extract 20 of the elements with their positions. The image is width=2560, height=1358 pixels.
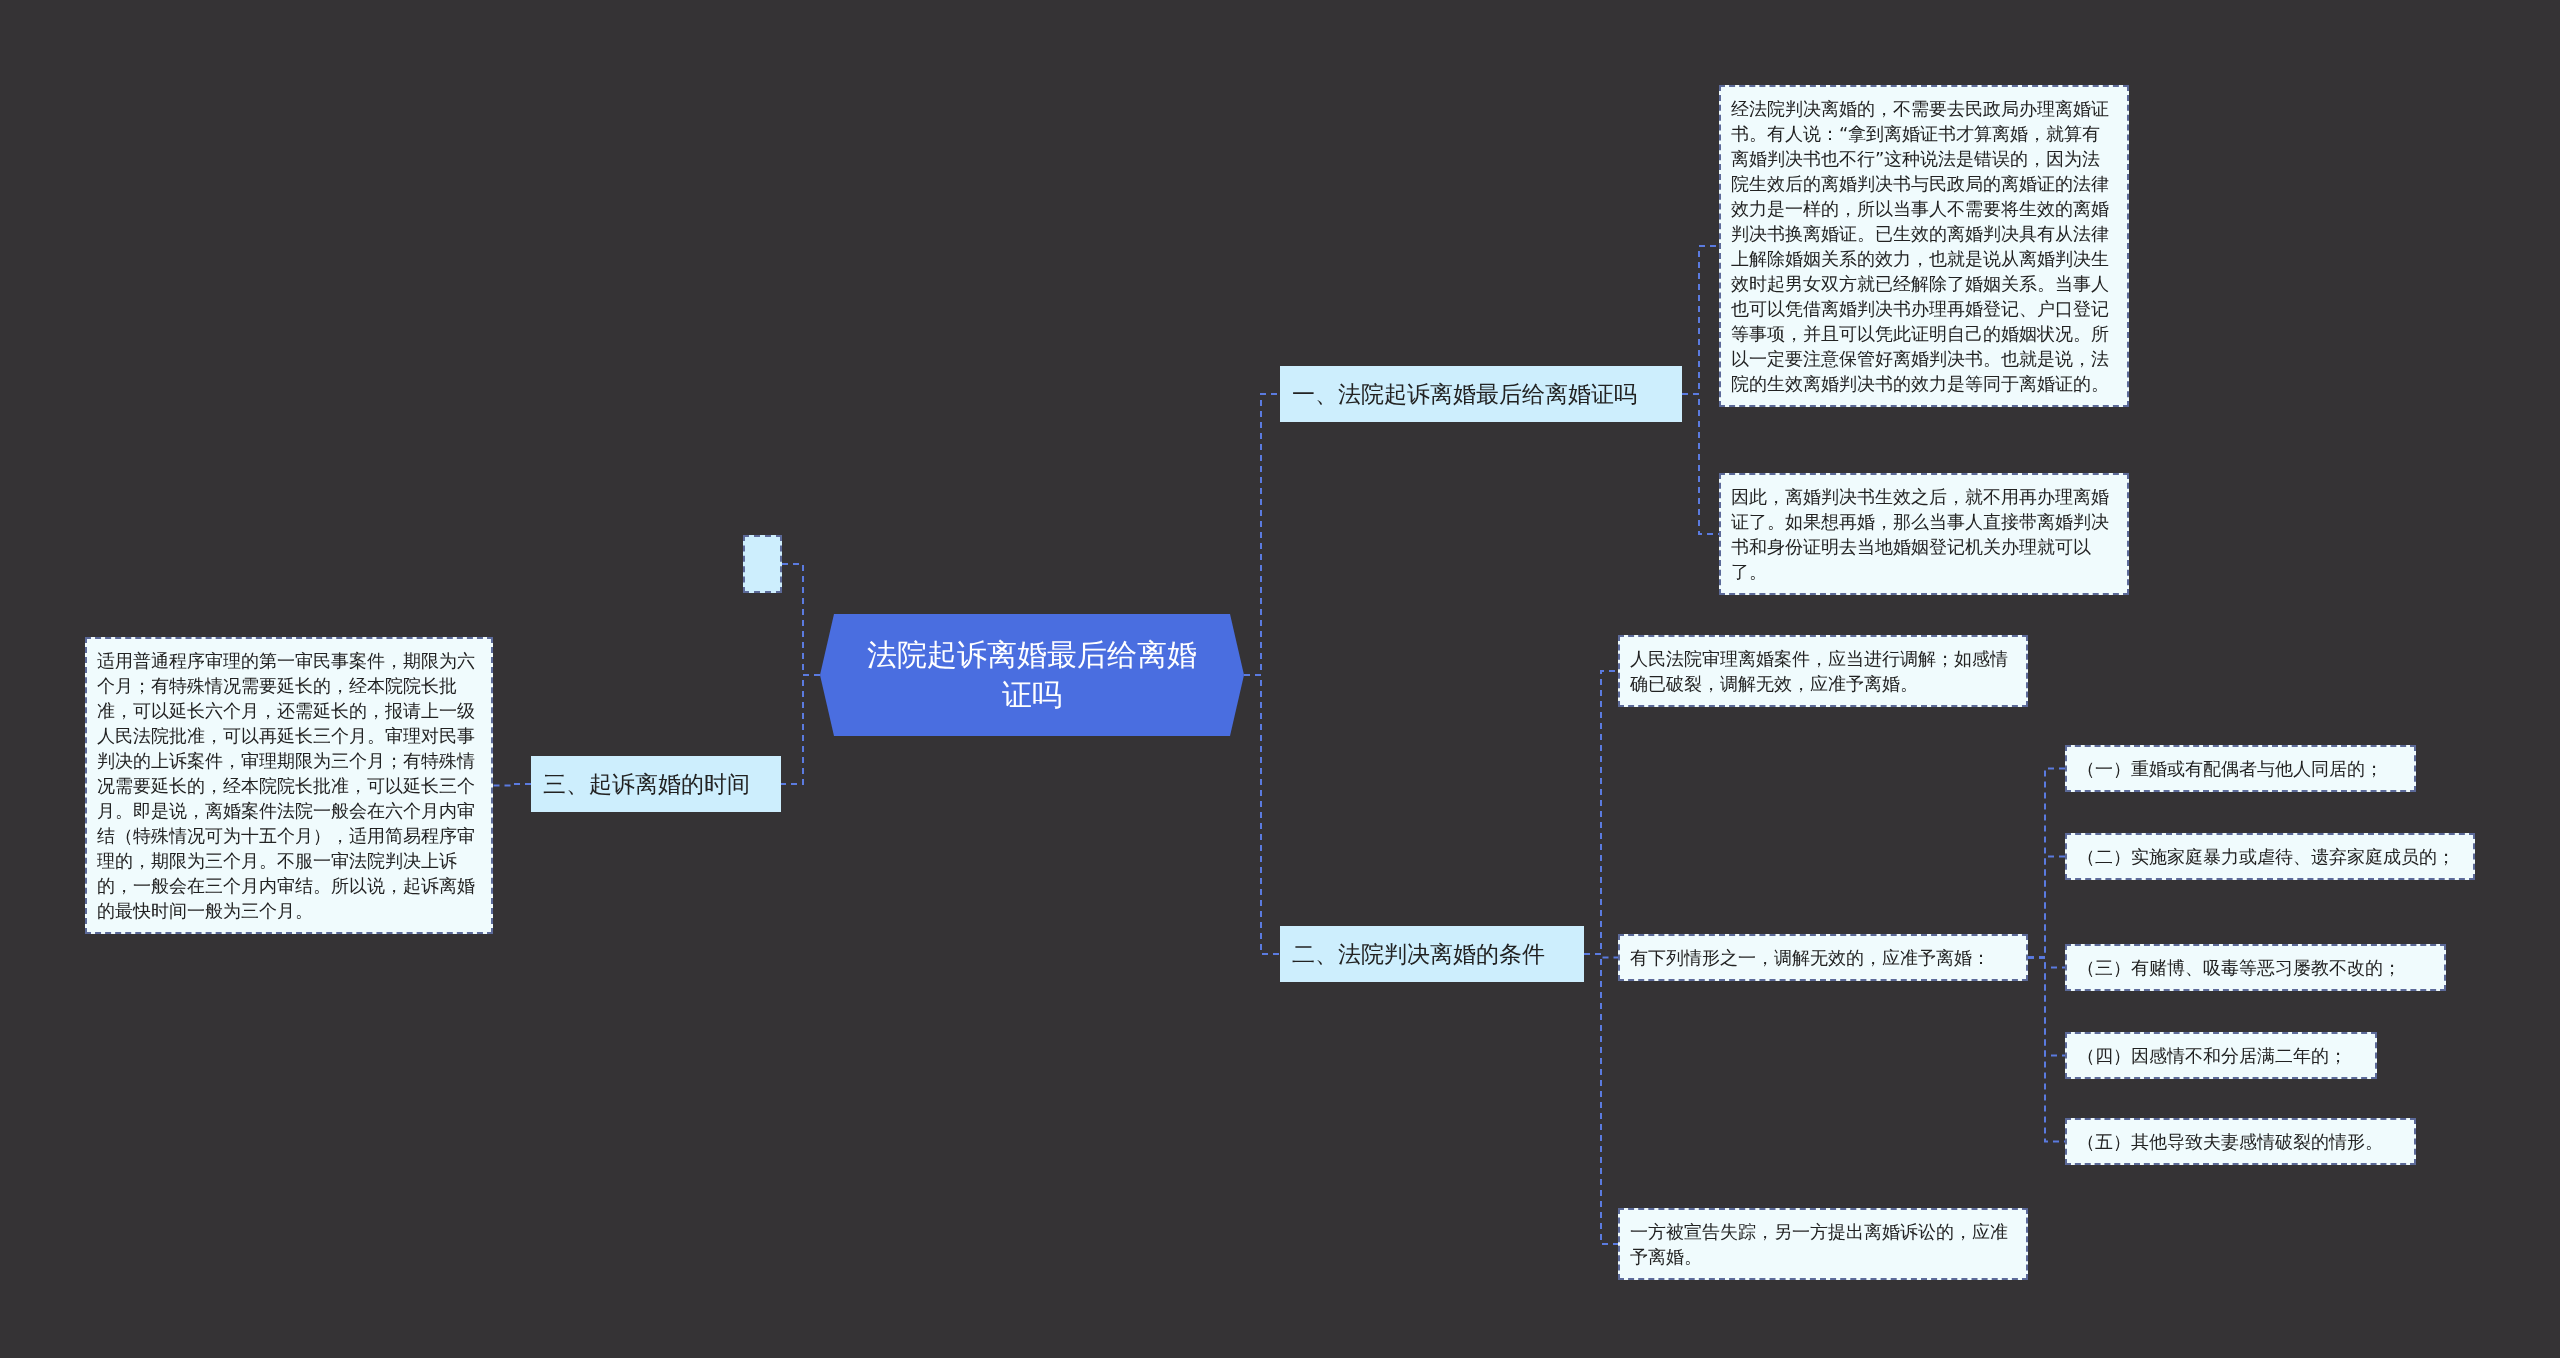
connector-line bbox=[1243, 674, 1281, 955]
note-box: 因此，离婚判决书生效之后，就不用再办理离婚证了。如果想再婚，那么当事人直接带离婚判决书和身份证明去当地婚姻登记机关办理就可以了。 bbox=[1719, 473, 2129, 595]
central-topic: 法院起诉离婚最后给离婚证吗 bbox=[820, 614, 1244, 736]
note-box: （四）因感情不和分居满二年的； bbox=[2065, 1032, 2377, 1079]
connector-line bbox=[1583, 953, 1619, 1245]
note-box: （五）其他导致夫妻感情破裂的情形。 bbox=[2065, 1118, 2416, 1165]
connector-line bbox=[780, 674, 821, 785]
connector-line bbox=[492, 783, 532, 787]
note-box: 一方被宣告失踪，另一方提出离婚诉讼的，应准予离婚。 bbox=[1618, 1208, 2028, 1280]
note-box: 有下列情形之一，调解无效的，应准予离婚： bbox=[1618, 934, 2028, 981]
note-box: （三）有赌博、吸毒等恶习屡教不改的； bbox=[2065, 944, 2446, 991]
note-box: 经法院判决离婚的，不需要去民政局办理离婚证书。有人说：“拿到离婚证书才算离婚，就算有离婚判决书也不行”这种说法是错误的，因为法院生效后的离婚判决书与民政局的离婚证的法律效力是一样的，所以当事人不需要将生效的离婚判决书换离婚证。已生效的离婚判决具有从法律上解除婚姻关系的效力，也就是说从离婚判决生效时起男女双方就已经解除了婚姻关系。当事人也可以凭借离婚判决书办理再婚登记、户口登记等事项，并且可以凭此证明自己的婚姻状况。所以一定要注意保管好离婚判决书。也就是说，法院的生效离婚判决书的效力是等同于离婚证的。 bbox=[1719, 85, 2129, 407]
note-box: （一）重婚或有配偶者与他人同居的； bbox=[2065, 745, 2416, 792]
note-box: （二）实施家庭暴力或虐待、遗弃家庭成员的； bbox=[2065, 833, 2475, 880]
topic-box bbox=[743, 535, 782, 593]
topic-box: 二、法院判决离婚的条件 bbox=[1280, 926, 1584, 982]
topic-box: 一、法院起诉离婚最后给离婚证吗 bbox=[1280, 366, 1682, 422]
topic-box: 三、起诉离婚的时间 bbox=[531, 756, 781, 812]
note-box: 人民法院审理离婚案件，应当进行调解；如感情确已破裂，调解无效，应准予离婚。 bbox=[1618, 635, 2028, 707]
note-box: 适用普通程序审理的第一审民事案件，期限为六个月；有特殊情况需要延长的，经本院院长批准，可以延长六个月，还需延长的，报请上一级人民法院批准，可以再延长三个月。审理对民事判决的上诉案件，审理期限为三个月；有特殊情况需要延长的，经本院院长批准，可以延长三个月。即是说，离婚案件法院一般会在六个月内审结（特殊情况可为十五个月），适用简易程序审理的，期限为三个月。不服一审法院判决上诉的，一般会在三个月内审结。所以说，起诉离婚的最快时间一般为三个月。 bbox=[85, 637, 493, 934]
